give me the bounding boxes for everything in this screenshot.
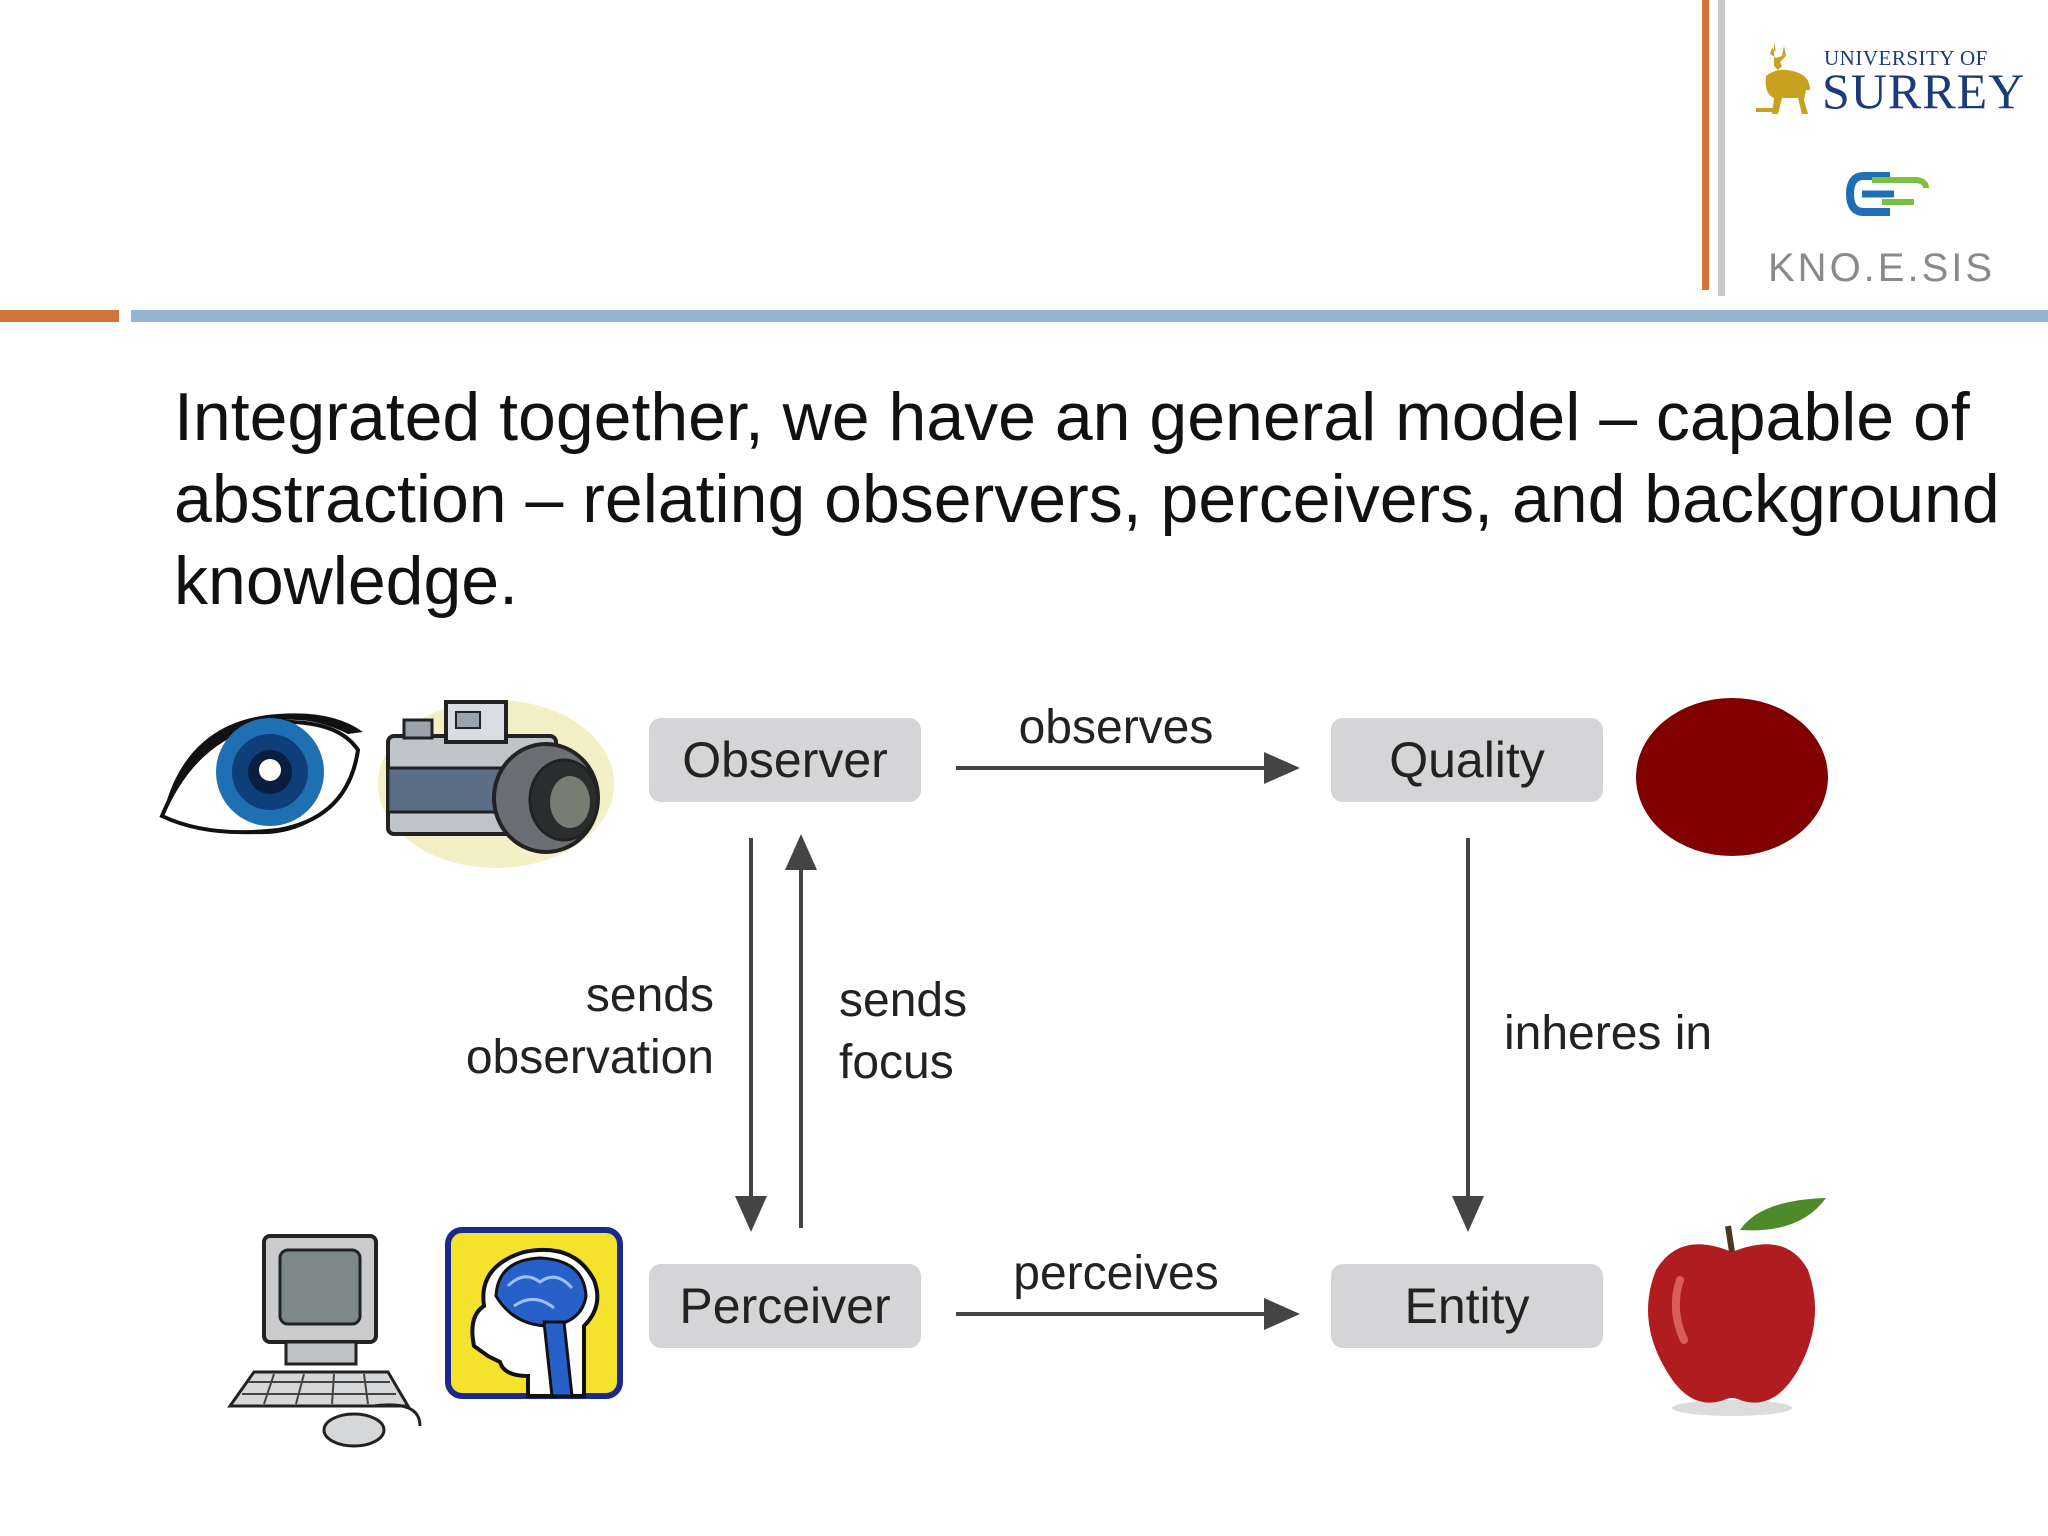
inheres-in-label: inheres in — [1504, 1007, 1713, 1060]
entity-node: Entity — [1331, 1264, 1603, 1348]
eye-icon — [159, 713, 363, 835]
sends-observation-line2: observation — [465, 1031, 714, 1084]
sends-observation-line1: sends — [585, 969, 714, 1022]
sends-focus-line1: sends — [839, 974, 968, 1027]
observer-node: Observer — [649, 718, 921, 802]
sends-focus-label: sends focus — [839, 970, 1039, 1094]
knoesis-logo-text: KNO.E.SIS — [1768, 246, 1996, 290]
knoesis-e-icon — [1845, 172, 1929, 216]
surrey-logo-top-text: UNIVERSITY OF — [1824, 46, 1988, 70]
surrey-logo: UNIVERSITY OF SURREY — [1752, 32, 2024, 122]
perceives-label: perceives — [1013, 1247, 1219, 1300]
brain-head-icon — [445, 1227, 623, 1399]
surrey-logo-main-text: SURREY — [1822, 63, 2026, 119]
sends-focus-line2: focus — [839, 1036, 954, 1089]
computer-icon — [227, 1234, 422, 1448]
title-rule-orange — [0, 310, 119, 322]
apple-icon — [1648, 1198, 1826, 1416]
header-divider-orange — [1702, 0, 1709, 290]
sends-observation-label: sends observation — [420, 965, 714, 1089]
perceiver-node: Perceiver — [649, 1264, 921, 1348]
title-rule-blue — [131, 310, 2048, 322]
quality-red-circle — [1636, 698, 1828, 856]
observes-label: observes — [1018, 701, 1214, 754]
quality-node: Quality — [1331, 718, 1603, 802]
knoesis-logo: KNO.E.SIS — [1760, 168, 2010, 298]
slide-body-text: Integrated together, we have an general … — [174, 379, 2000, 619]
header-divider-grey — [1718, 0, 1725, 296]
stag-icon — [1756, 42, 1810, 114]
camera-icon — [378, 700, 614, 868]
